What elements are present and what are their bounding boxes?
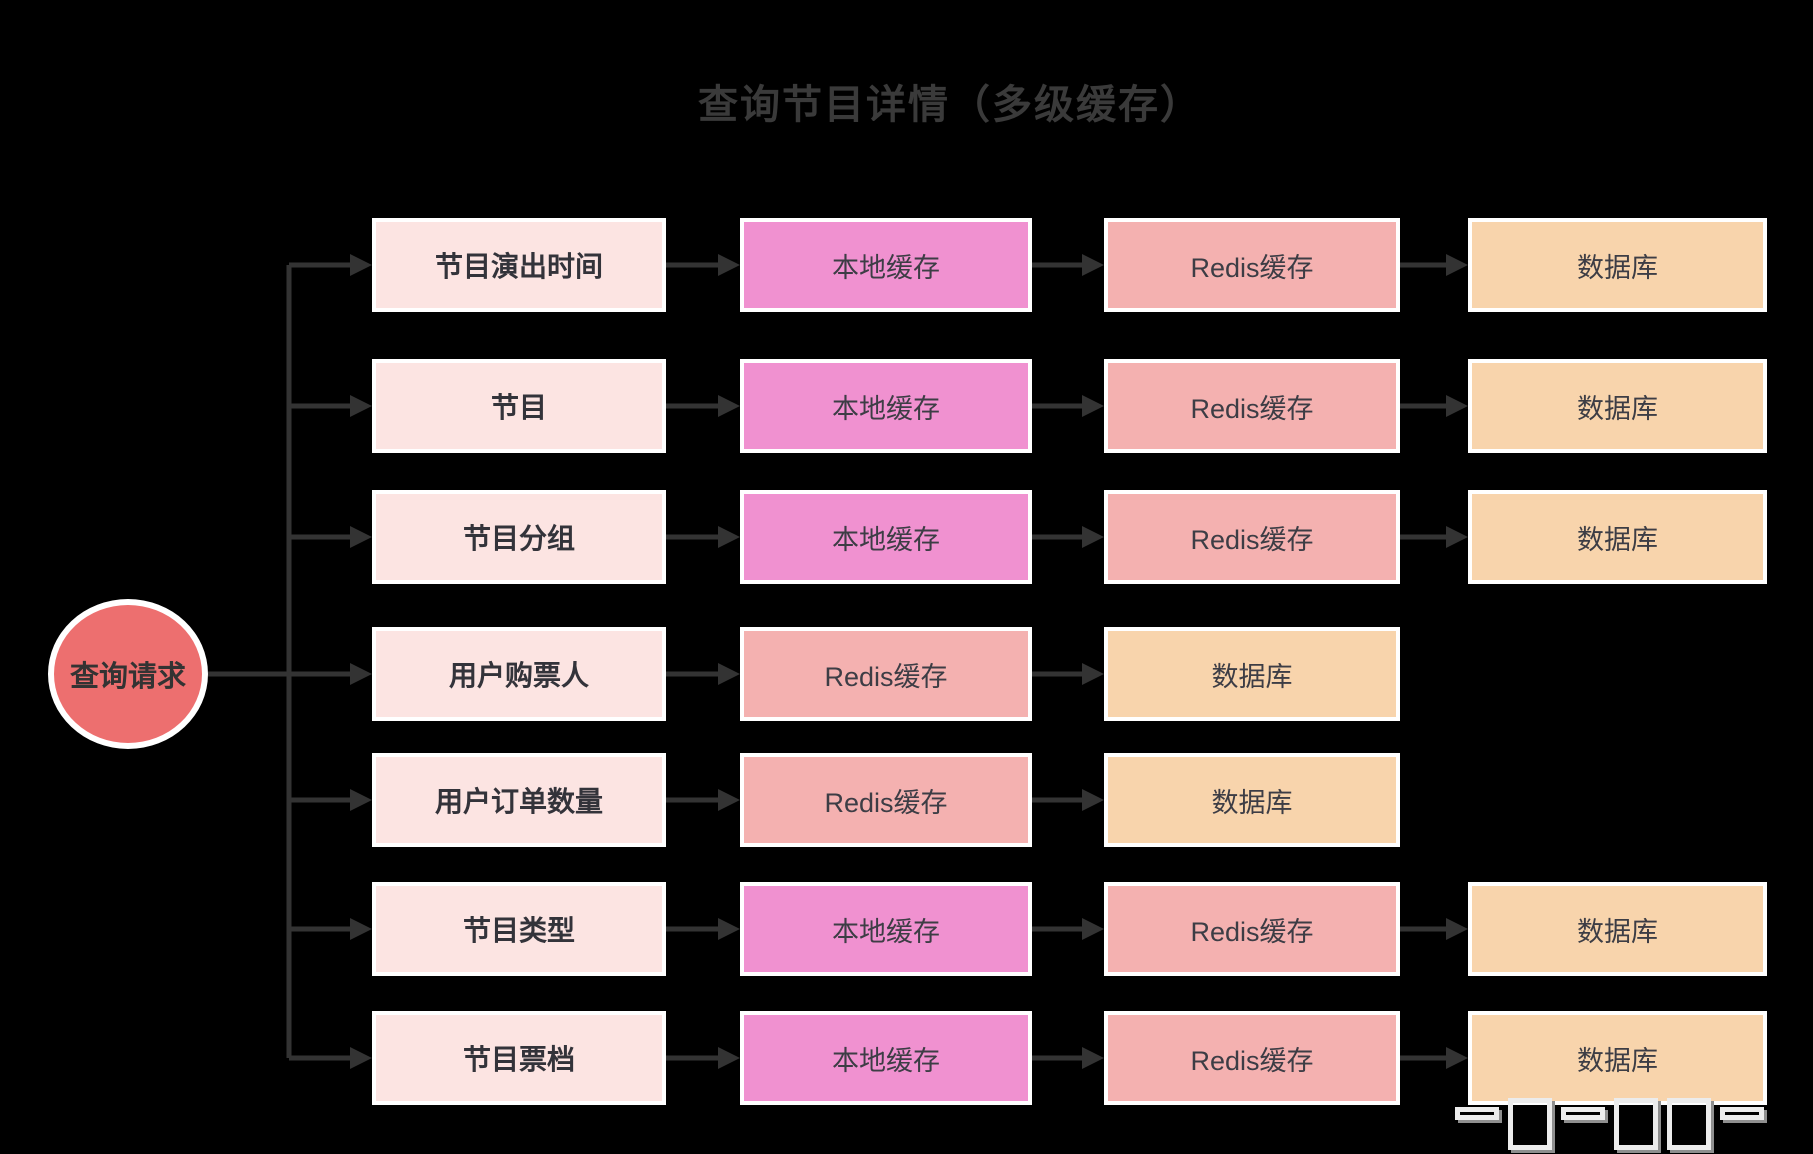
local-cache-box-label: 本地缓存 xyxy=(832,252,940,283)
local-cache-box-label: 本地缓存 xyxy=(832,393,940,424)
redis-cache-box-label: Redis缓存 xyxy=(1190,1045,1314,1076)
watermark-glyph xyxy=(1455,1107,1499,1120)
query-item-box: 节目票档 xyxy=(372,1011,666,1105)
local-cache-box: 本地缓存 xyxy=(740,218,1032,312)
redis-cache-box: Redis缓存 xyxy=(740,627,1032,721)
redis-cache-box: Redis缓存 xyxy=(1104,882,1400,976)
local-cache-box: 本地缓存 xyxy=(740,359,1032,453)
query-item-box: 节目类型 xyxy=(372,882,666,976)
query-item-box: 用户购票人 xyxy=(372,627,666,721)
query-item-box-label: 节目 xyxy=(490,392,547,423)
query-item-box-label: 节目类型 xyxy=(462,915,575,946)
database-box-label: 数据库 xyxy=(1577,524,1658,555)
query-item-box-label: 节目演出时间 xyxy=(434,251,603,282)
redis-cache-box-label: Redis缓存 xyxy=(1190,916,1314,947)
query-item-box-label: 节目票档 xyxy=(462,1044,575,1075)
database-box: 数据库 xyxy=(1468,490,1767,584)
database-box-label: 数据库 xyxy=(1577,916,1658,947)
local-cache-box-label: 本地缓存 xyxy=(832,524,940,555)
local-cache-box-label: 本地缓存 xyxy=(832,1045,940,1076)
database-box: 数据库 xyxy=(1468,882,1767,976)
local-cache-box: 本地缓存 xyxy=(740,882,1032,976)
query-item-box: 节目分组 xyxy=(372,490,666,584)
database-box: 数据库 xyxy=(1468,359,1767,453)
query-item-box-label: 节目分组 xyxy=(462,523,575,554)
watermark-glyph xyxy=(1614,1098,1658,1150)
query-request-label: 查询请求 xyxy=(69,661,186,693)
watermark xyxy=(1455,1098,1764,1150)
database-box: 数据库 xyxy=(1468,218,1767,312)
watermark-glyph xyxy=(1561,1107,1605,1120)
redis-cache-box-label: Redis缓存 xyxy=(1190,393,1314,424)
query-item-box: 用户订单数量 xyxy=(372,753,666,847)
redis-cache-box: Redis缓存 xyxy=(1104,359,1400,453)
database-box-label: 数据库 xyxy=(1211,661,1293,692)
query-item-box-label: 用户订单数量 xyxy=(434,786,603,817)
watermark-glyph xyxy=(1720,1107,1764,1120)
redis-cache-box-label: Redis缓存 xyxy=(1190,252,1314,283)
database-box: 数据库 xyxy=(1468,1011,1767,1105)
redis-cache-box-label: Redis缓存 xyxy=(1190,524,1314,555)
query-request-node: 查询请求 xyxy=(48,599,208,749)
local-cache-box-label: 本地缓存 xyxy=(832,916,940,947)
database-box: 数据库 xyxy=(1104,627,1400,721)
local-cache-box: 本地缓存 xyxy=(740,490,1032,584)
database-box-label: 数据库 xyxy=(1577,1045,1658,1076)
database-box: 数据库 xyxy=(1104,753,1400,847)
watermark-glyph xyxy=(1508,1098,1552,1150)
query-item-box-label: 用户购票人 xyxy=(448,660,589,691)
redis-cache-box-label: Redis缓存 xyxy=(824,661,948,692)
database-box-label: 数据库 xyxy=(1577,393,1658,424)
redis-cache-box: Redis缓存 xyxy=(740,753,1032,847)
redis-cache-box: Redis缓存 xyxy=(1104,490,1400,584)
query-item-box: 节目演出时间 xyxy=(372,218,666,312)
query-item-box: 节目 xyxy=(372,359,666,453)
redis-cache-box-label: Redis缓存 xyxy=(824,787,948,818)
database-box-label: 数据库 xyxy=(1211,787,1293,818)
redis-cache-box: Redis缓存 xyxy=(1104,1011,1400,1105)
database-box-label: 数据库 xyxy=(1577,252,1658,283)
watermark-glyph xyxy=(1667,1098,1711,1150)
local-cache-box: 本地缓存 xyxy=(740,1011,1032,1105)
redis-cache-box: Redis缓存 xyxy=(1104,218,1400,312)
diagram-title: 查询节目详情（多级缓存） xyxy=(698,83,1202,127)
